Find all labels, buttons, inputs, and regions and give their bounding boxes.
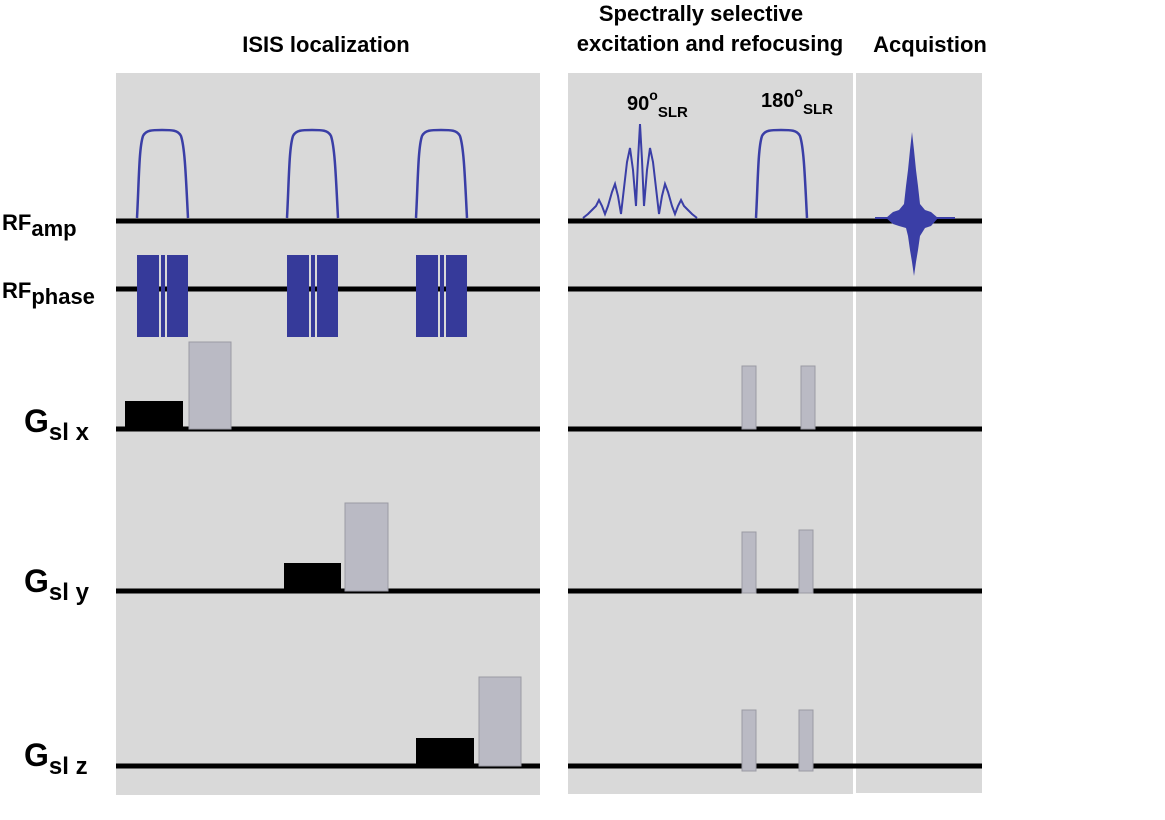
gx-crusher-1	[741, 365, 757, 430]
gx-slice-select-gradient	[125, 401, 183, 429]
acquisition-panel	[856, 73, 982, 793]
header-isis: ISIS localization	[242, 32, 409, 57]
gx-crusher-2	[800, 365, 816, 430]
gx-spoiler-gradient	[188, 341, 232, 430]
rf-phase-block-2	[287, 255, 338, 337]
acquisition-signal	[875, 132, 955, 276]
header-acquisition: Acquistion	[873, 32, 987, 57]
rf-phase-block-1	[137, 255, 188, 337]
gy-crusher-1	[741, 531, 757, 594]
isis-panel	[116, 73, 540, 795]
rf-phase-block-3	[416, 255, 467, 337]
header-spectral-line2: excitation and refocusing	[577, 31, 844, 56]
spectral-90-slr-pulse	[582, 123, 698, 219]
label-90-slr: 90oSLR	[627, 87, 688, 121]
row-label-rf-phase: RFphase	[2, 278, 95, 309]
gz-slice-select-gradient	[416, 738, 474, 766]
gy-spoiler-gradient	[344, 502, 389, 592]
isis-inversion-pulse-1	[135, 128, 190, 219]
row-label-gz: Gsl z	[24, 737, 88, 780]
gz-spoiler-gradient	[478, 676, 522, 767]
label-180-slr: 180oSLR	[761, 84, 833, 118]
header-spectral-line1: Spectrally selective	[599, 1, 803, 26]
gy-slice-select-gradient	[284, 563, 341, 591]
gy-crusher-2	[798, 529, 814, 594]
spectral-panel	[568, 73, 853, 794]
gz-crusher-1	[741, 709, 757, 772]
gz-crusher-2	[798, 709, 814, 772]
row-label-rf-amp: RFamp	[2, 210, 77, 241]
spectral-180-slr-pulse	[754, 128, 809, 219]
isis-inversion-pulse-2	[285, 128, 340, 219]
row-label-gx: Gsl x	[24, 403, 90, 446]
isis-inversion-pulse-3	[414, 128, 469, 219]
row-label-gy: Gsl y	[24, 563, 90, 606]
